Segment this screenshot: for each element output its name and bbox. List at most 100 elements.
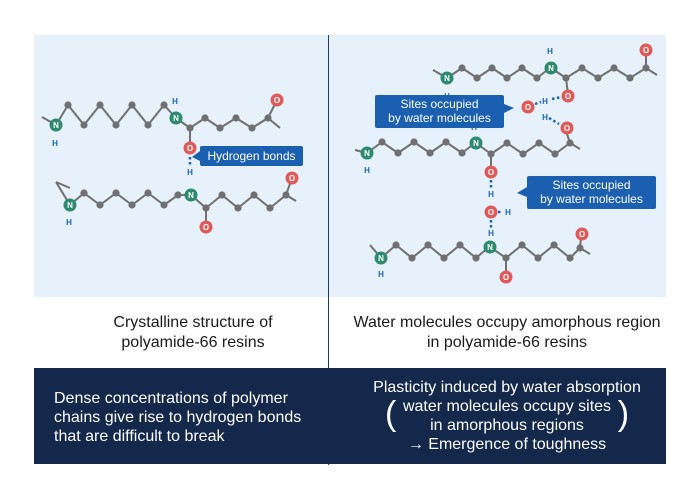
carbon-atom: [378, 138, 386, 146]
carbon-atom: [394, 149, 402, 157]
nitrogen-atom: [544, 61, 558, 75]
nitrogen-label: N: [173, 114, 179, 123]
hydrogen-label: H: [364, 166, 370, 175]
carbon-atom: [487, 150, 495, 158]
hydrogen-label: H: [505, 208, 511, 217]
open-paren: (: [384, 395, 397, 433]
nitrogen-label: N: [548, 64, 554, 73]
carbon-atom: [642, 64, 650, 72]
carbon-atom: [112, 121, 120, 129]
oxygen-atom: [270, 93, 284, 107]
hydrogen-bonds-label: Hydrogen bonds: [207, 149, 295, 163]
oxygen-label: O: [187, 144, 193, 153]
hydrogen-label: H: [542, 97, 548, 106]
carbon-atom: [144, 189, 152, 197]
carbon-atom: [264, 114, 272, 122]
hydrogen-label: H: [172, 97, 178, 106]
carbon-atom: [128, 201, 136, 209]
oxygen-atom: [199, 220, 213, 234]
carbon-atom: [458, 64, 466, 72]
nitrogen-label: N: [473, 139, 479, 148]
paren-line: in amorphous regions: [430, 417, 584, 434]
nitrogen-atom: [374, 251, 388, 265]
carbon-atom: [566, 139, 574, 147]
carbon-atom: [426, 149, 434, 157]
oxygen-atom: [561, 89, 575, 103]
nitrogen-atom: [169, 111, 183, 125]
hydrogen-bond: [551, 95, 563, 101]
callout-top-line-1: Sites occupied: [400, 97, 478, 111]
oxygen-label: O: [503, 273, 509, 282]
chain-bond: [99, 104, 117, 126]
oxygen-label: O: [289, 174, 295, 183]
carbon-atom: [96, 101, 104, 109]
chain-bond: [83, 104, 101, 126]
carbon-atom: [282, 191, 290, 199]
carbon-atom: [518, 241, 526, 249]
carbon-atom: [566, 254, 574, 262]
oxygen-label: O: [488, 168, 494, 177]
chain-bond: [67, 104, 85, 126]
carbon-atom: [80, 189, 88, 197]
carbon-atom: [250, 191, 258, 199]
carbon-atom: [218, 191, 226, 199]
carbon-atom: [408, 254, 416, 262]
carbon-atom: [392, 241, 400, 249]
carbon-atom: [410, 138, 418, 146]
carbon-atom: [112, 189, 120, 197]
carbon-atom: [562, 74, 570, 82]
carbon-atom: [201, 114, 209, 122]
oxygen-label: O: [203, 223, 209, 232]
oxygen-atom: [484, 165, 498, 179]
oxygen-atom: [285, 171, 299, 185]
right-summary-box: Plasticity induced by water absorption (…: [348, 368, 666, 464]
oxygen-atom: [499, 270, 513, 284]
carbon-atom: [266, 204, 274, 212]
center-divider: [328, 35, 329, 465]
carbon-atom: [424, 241, 432, 249]
carbon-atom: [519, 150, 527, 158]
hydrogen-label: H: [542, 113, 548, 122]
hydrogen-label: H: [488, 229, 494, 238]
left-caption: Crystalline structure of polyamide-66 re…: [34, 313, 352, 353]
nitrogen-label: N: [378, 254, 384, 263]
hydrogen-label: H: [187, 168, 193, 177]
oxygen-atom: [639, 43, 653, 57]
left-summary-line: Dense concentrations of polymer: [54, 390, 288, 407]
carbon-atom: [518, 64, 526, 72]
nitrogen-label: N: [444, 74, 450, 83]
hydrogen-label: H: [66, 218, 72, 227]
nitrogen-atom: [483, 240, 497, 254]
nitrogen-label: N: [188, 191, 194, 200]
nitrogen-atom: [63, 198, 77, 212]
left-caption-line: polyamide-66 resins: [121, 334, 265, 351]
carbon-atom: [232, 114, 240, 122]
chain-bond: [115, 104, 133, 126]
carbon-atom: [472, 254, 480, 262]
nitrogen-label: N: [364, 149, 370, 158]
right-caption-line: Water molecules occupy amorphous region: [353, 314, 661, 331]
carbon-atom: [458, 149, 466, 157]
carbon-atom: [488, 64, 496, 72]
left-summary-line: that are difficult to break: [54, 428, 225, 445]
carbon-atom: [626, 74, 634, 82]
nitrogen-atom: [184, 188, 198, 202]
oxygen-atom: [484, 205, 498, 219]
hydrogen-bond: [534, 100, 542, 106]
left-summary-line: chains give rise to hydrogen bonds: [54, 409, 302, 426]
nitrogen-label: N: [487, 243, 493, 252]
oxygen-atom: [183, 141, 197, 155]
oxygen-label: O: [579, 230, 585, 239]
carbon-atom: [160, 201, 168, 209]
carbon-atom: [473, 74, 481, 82]
carbon-atom: [128, 101, 136, 109]
chain-bond: [147, 104, 165, 126]
carbon-atom: [174, 191, 182, 199]
water-sites-callout-top: Sites occupied by water molecules: [375, 95, 514, 128]
carbon-atom: [503, 74, 511, 82]
carbon-atom: [534, 254, 542, 262]
nitrogen-atom: [49, 118, 63, 132]
left-caption-line: Crystalline structure of: [113, 314, 273, 331]
oxygen-label: O: [643, 46, 649, 55]
right-caption-line: in polyamide-66 resins: [426, 334, 588, 351]
